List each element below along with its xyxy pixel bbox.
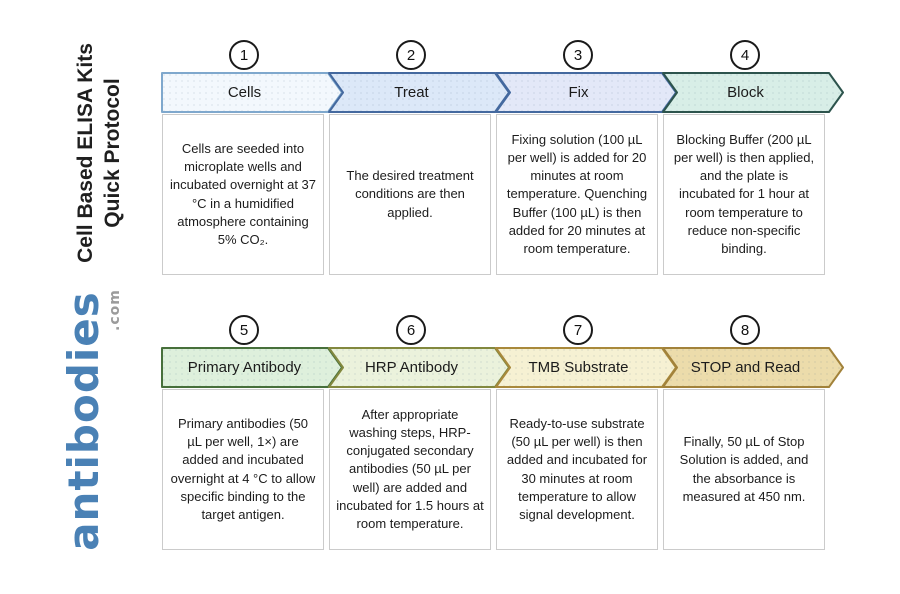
step-1-cells: 1 Cells Cells are seeded into microplate… xyxy=(161,40,346,280)
step-label: HRP Antibody xyxy=(364,359,459,376)
title-line-2: Quick Protocol xyxy=(101,78,124,228)
step-description: Ready-to-use substrate (50 µL per well) … xyxy=(506,415,648,522)
step-number-badge: 7 xyxy=(563,315,593,345)
chevron-arrow xyxy=(662,72,844,113)
step-number-badge: 2 xyxy=(396,40,426,70)
step-label: Block xyxy=(727,84,764,101)
step-description: Primary antibodies (50 µL per well, 1×) … xyxy=(170,415,316,522)
chevron-arrow xyxy=(662,347,844,388)
step-description-box: Primary antibodies (50 µL per well, 1×) … xyxy=(162,389,324,550)
step-description: Blocking Buffer (200 µL per well) is the… xyxy=(673,131,815,256)
step-number-badge: 8 xyxy=(730,315,760,345)
step-label: Cells xyxy=(227,84,262,101)
step-2-treat: 2 Treat The desired treatment conditions… xyxy=(328,40,513,280)
step-label: STOP and Read xyxy=(690,359,801,376)
step-label: Fix xyxy=(568,84,589,101)
step-5-primary-antibody: 5 Primary Antibody Primary antibodies (5… xyxy=(161,315,346,555)
step-7-tmb-substrate: 7 TMB Substrate Ready-to-use substrate (… xyxy=(495,315,680,555)
step-description-box: The desired treatment conditions are the… xyxy=(329,114,491,275)
step-6-hrp-antibody: 6 HRP Antibody After appropriate washing… xyxy=(328,315,513,555)
step-label: Primary Antibody xyxy=(187,359,302,376)
step-description: Finally, 50 µL of Stop Solution is added… xyxy=(679,434,809,504)
step-description: Fixing solution (100 µL per well) is add… xyxy=(506,131,648,256)
diagram-title: Cell Based ELISA Kits Quick Protocol xyxy=(72,38,128,268)
step-description-box: Ready-to-use substrate (50 µL per well) … xyxy=(496,389,658,550)
logo-domain-suffix: .com xyxy=(107,289,123,331)
step-description-box: After appropriate washing steps, HRP-con… xyxy=(329,389,491,550)
step-description: Cells are seeded into microplate wells a… xyxy=(170,140,316,247)
step-number-badge: 6 xyxy=(396,315,426,345)
step-description-box: Finally, 50 µL of Stop Solution is added… xyxy=(663,389,825,550)
step-number-badge: 3 xyxy=(563,40,593,70)
step-number-badge: 5 xyxy=(229,315,259,345)
step-4-block: 4 Block Blocking Buffer (200 µL per well… xyxy=(662,40,847,280)
step-label: TMB Substrate xyxy=(528,359,629,376)
step-3-fix: 3 Fix Fixing solution (100 µL per well) … xyxy=(495,40,680,280)
step-description: After appropriate washing steps, HRP-con… xyxy=(336,406,484,531)
step-number-badge: 4 xyxy=(730,40,760,70)
title-line-1: Cell Based ELISA Kits xyxy=(74,43,97,263)
step-description-box: Fixing solution (100 µL per well) is add… xyxy=(496,114,658,275)
step-number-badge: 1 xyxy=(229,40,259,70)
step-description-box: Blocking Buffer (200 µL per well) is the… xyxy=(663,114,825,275)
step-8-stop-and-read: 8 STOP and Read Finally, 50 µL of Stop S… xyxy=(662,315,847,555)
step-description: The desired treatment conditions are the… xyxy=(346,168,474,220)
step-description-box: Cells are seeded into microplate wells a… xyxy=(162,114,324,275)
step-label: Treat xyxy=(394,84,429,101)
